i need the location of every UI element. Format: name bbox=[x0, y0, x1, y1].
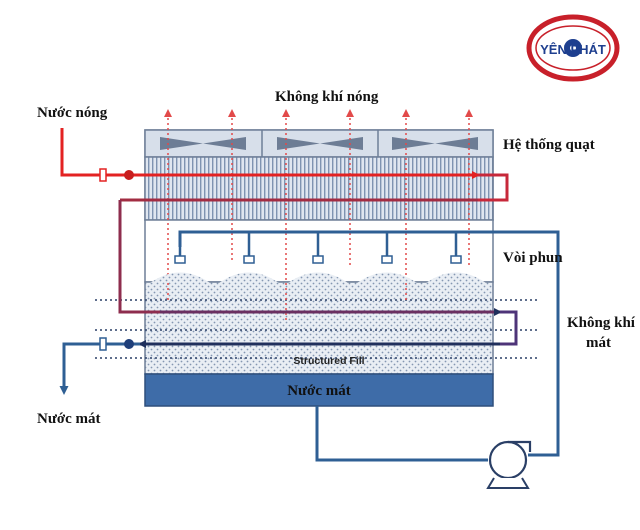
nozzle-label: Vòi phun bbox=[503, 250, 563, 266]
pump-icon bbox=[486, 440, 532, 489]
hot-air-label: Không khí nóng bbox=[275, 89, 379, 105]
hot-air-arrows bbox=[164, 109, 473, 320]
fill-label: Structured Fill bbox=[293, 355, 364, 367]
hot-water-label: Nước nóng bbox=[37, 105, 108, 121]
outlet-fitting-icon bbox=[124, 339, 134, 349]
fan-system-label: Hệ thống quạt bbox=[503, 137, 595, 153]
fan-icon bbox=[160, 137, 246, 150]
logo-ring bbox=[526, 14, 620, 82]
basin-label: Nước mát bbox=[287, 383, 351, 399]
cool-water-label: Nước mát bbox=[37, 411, 101, 427]
inlet-fitting-icon bbox=[124, 170, 134, 180]
spray-nozzles bbox=[150, 230, 560, 440]
yen-phat-logo: YÊN PHÁT bbox=[526, 14, 620, 82]
fan-section bbox=[144, 129, 494, 158]
heat-exchanger-coil bbox=[144, 156, 494, 221]
recirculation-pipe bbox=[315, 406, 560, 462]
nozzle-icon bbox=[357, 232, 417, 283]
process-pipe bbox=[59, 128, 518, 395]
valve-icon bbox=[99, 168, 107, 182]
nozzle-icon bbox=[150, 232, 210, 283]
cool-air-label-line1: Không khí bbox=[567, 315, 636, 331]
valve-icon bbox=[99, 337, 107, 351]
nozzle-icon bbox=[288, 232, 348, 283]
nozzle-icon bbox=[426, 232, 486, 283]
cool-water-outlet-pipe bbox=[59, 342, 140, 395]
nozzle-icon bbox=[219, 232, 279, 283]
fan-icon bbox=[277, 137, 363, 150]
cold-water-basin bbox=[144, 373, 494, 407]
hot-water-inlet-pipe bbox=[60, 128, 128, 177]
cool-air-label-line2: mát bbox=[586, 335, 611, 351]
fan-icon bbox=[392, 137, 478, 150]
logo-text: YÊN PHÁT bbox=[540, 42, 606, 57]
air-inlet-lines bbox=[95, 299, 540, 359]
